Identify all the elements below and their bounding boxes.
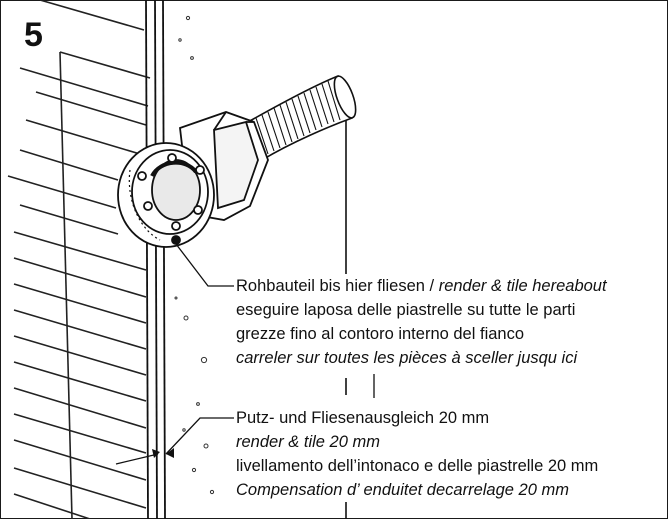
callout-render-line-1: Putz- und Fliesenausgleich 20 mm — [236, 406, 490, 430]
tile-line-1-italic: render & tile hereabout — [438, 277, 607, 295]
callout-render-line-4: Compensation d’ enduitet decarrelage 20 … — [236, 478, 569, 502]
arrowheads — [152, 448, 174, 458]
flexible-hose — [247, 74, 357, 162]
front-flange — [117, 142, 215, 248]
callout-render-line-3: livellamento dell’intonaco e delle piast… — [236, 454, 599, 478]
callout-tile-line-4: carreler sur toutes les pièces à sceller… — [236, 346, 578, 370]
callout-leaders — [115, 243, 375, 465]
callout-tile-line-2: eseguire laposa delle piastrelle su tutt… — [236, 298, 576, 322]
plaster-speckles — [174, 15, 215, 495]
callout-tile-line-1: Rohbauteil bis hier fliesen / render & t… — [236, 274, 607, 298]
step-number: 5 — [24, 16, 43, 54]
wall-edge — [145, 0, 166, 519]
tile-line-1-regular: Rohbauteil bis hier fliesen / — [236, 277, 439, 295]
callout-tile-line-3: grezze fino al contoro interno del fianc… — [236, 322, 525, 346]
callout-render-line-2: render & tile 20 mm — [236, 430, 380, 454]
tile-grid — [7, 0, 151, 519]
